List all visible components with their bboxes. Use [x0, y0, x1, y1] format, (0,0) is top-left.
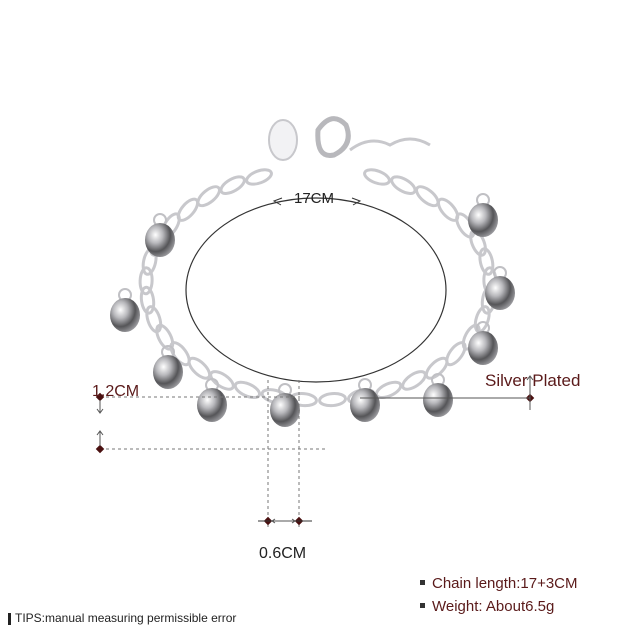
length-arrow-right — [351, 197, 362, 206]
spec-weight: Weight: About6.5g — [432, 598, 555, 615]
bell-charm — [350, 388, 380, 422]
height-dimension — [100, 380, 325, 530]
chain-link — [219, 175, 246, 195]
chain-link — [138, 266, 154, 296]
chain-link — [318, 392, 347, 408]
bell-charm — [197, 388, 227, 422]
chain-link — [363, 168, 391, 186]
bell-charm — [423, 383, 453, 417]
chain-link — [415, 185, 440, 208]
bell-width-label: 0.6CM — [259, 545, 307, 562]
chain-link — [478, 247, 495, 276]
chain-link — [145, 305, 163, 334]
chain-link — [139, 285, 156, 315]
tips-text: TIPS:manual measuring permissible error — [15, 611, 237, 625]
material-label: Silver Plated — [485, 371, 581, 390]
bell-charm — [145, 223, 175, 257]
chain-link — [233, 380, 262, 400]
length-arrow-left — [272, 197, 283, 206]
bell-height-label: 1.2CM — [92, 383, 140, 400]
spec-chain-length: Chain length:17+3CM — [432, 575, 578, 592]
chain-link — [196, 185, 221, 208]
bell-charm — [485, 276, 515, 310]
chain-link — [245, 168, 273, 186]
lobster-clasp — [268, 116, 431, 161]
length-guide-ellipse — [185, 197, 447, 383]
chain-link — [390, 175, 417, 195]
bell-charm — [153, 355, 183, 389]
chain-link — [155, 323, 175, 351]
bell-charm — [468, 203, 498, 237]
bell-charms — [110, 193, 515, 427]
chain-link — [424, 356, 449, 380]
chain-link — [445, 341, 467, 367]
bell-charm — [468, 331, 498, 365]
bell-charm — [270, 393, 300, 427]
length-label: 17CM — [294, 190, 335, 207]
chain-link — [374, 380, 403, 400]
chain-link — [176, 197, 200, 222]
bell-charm — [110, 298, 140, 332]
chain-link — [401, 370, 427, 391]
